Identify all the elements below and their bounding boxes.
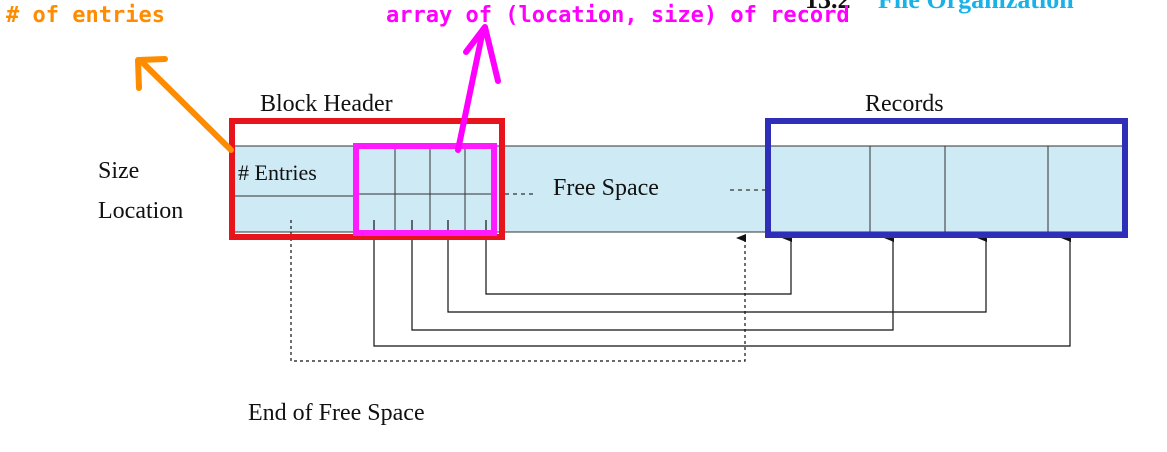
slot-pointer — [373, 220, 1071, 347]
block-body — [229, 145, 1124, 233]
slot-pointer — [485, 220, 792, 295]
array-annotation: array of (location, size) of record — [386, 3, 850, 28]
slot-pointers — [373, 220, 1071, 347]
end-of-free-space-label: End of Free Space — [248, 400, 425, 426]
slot-pointer — [447, 220, 987, 313]
entries-annotation-arrow — [135, 56, 234, 153]
entries-annotation: # of entries — [6, 3, 165, 28]
block-header-box — [229, 118, 505, 240]
records-label: Records — [865, 91, 944, 117]
section-number: 13.2 — [805, 0, 851, 14]
block-header-label: Block Header — [260, 91, 393, 117]
slot-pointer — [411, 220, 894, 331]
location-size-array-box — [353, 143, 497, 236]
size-label: Size — [98, 158, 139, 184]
records-box — [765, 118, 1128, 238]
location-label: Location — [98, 198, 183, 224]
section-title: File Organization — [878, 0, 1074, 14]
free-space-label: Free Space — [553, 175, 659, 201]
end-free-space-pointer — [290, 220, 746, 362]
entries-cell-label: # Entries — [238, 160, 317, 185]
array-annotation-arrow — [455, 24, 501, 153]
